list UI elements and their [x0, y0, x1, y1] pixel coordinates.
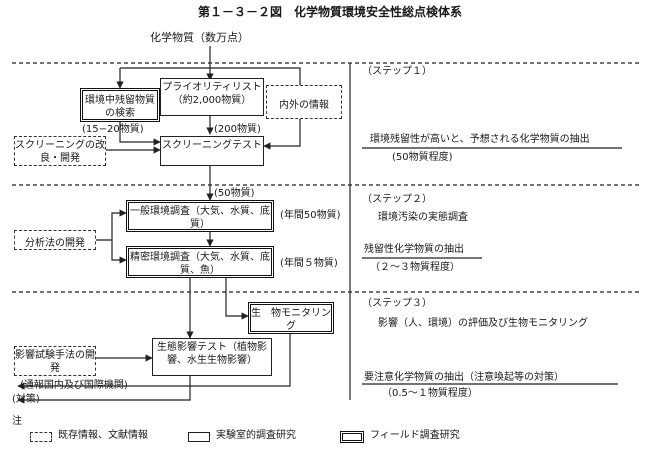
legend-existing: 既存情報、文献情報	[58, 430, 148, 441]
step3-count: （0.5～１物質程度）	[382, 388, 478, 399]
step3-label: （ステップ３）	[362, 298, 432, 309]
domestic-foreign-info-box: 内外の情報	[266, 85, 342, 119]
count-15-20: (15−20物質)	[82, 124, 144, 135]
notify-label: (通報国内及び国際機関)	[20, 380, 128, 391]
legend-lab-swatch	[188, 432, 210, 442]
legend-field-swatch	[340, 431, 364, 443]
legend-existing-swatch	[30, 432, 52, 442]
legend-lab: 実験室的調査研究	[216, 430, 296, 441]
legend-note: 注	[12, 416, 22, 427]
step2-desc: 環境汚染の実態調査	[378, 212, 468, 223]
step2-result: 残留性化学物質の抽出	[364, 244, 464, 255]
step2-count: （２～３物質程度）	[370, 262, 460, 273]
bio-monitoring-box: 生 物モニタリング	[248, 302, 334, 334]
annual-5: (年間５物質)	[280, 258, 338, 269]
screening-test-box: スクリーニングテスト	[160, 136, 264, 166]
step1-label: （ステップ１）	[362, 66, 432, 77]
legend-field: フィールド調査研究	[370, 430, 460, 441]
ecological-test-box: 生態影響テスト（植物影響、水生生物影響）	[152, 338, 272, 376]
step1-count: (50物質程度)	[392, 152, 453, 163]
impact-test-dev-box: 影響試験手法の開発	[14, 346, 96, 376]
step1-desc: 環境残留性が高いと、予想される化学物質の抽出	[370, 134, 590, 145]
detailed-survey-box: 精密環境調査（大気、水質、底質、魚）	[126, 246, 274, 278]
general-survey-box: 一般環境調査（大気、水質、底質）	[126, 200, 274, 232]
count-50: (50物質)	[214, 188, 255, 199]
step2-label: （ステップ２）	[362, 194, 432, 205]
measures-label: (対策)	[12, 394, 40, 405]
analysis-dev-box: 分析法の開発	[14, 230, 96, 250]
count-200: (200物質)	[214, 124, 261, 135]
screening-dev-box: スクリーニングの改良・開発	[14, 136, 106, 166]
figure-title: 第１－３－２図 化学物質環境安全性総点検体系	[198, 5, 463, 19]
annual-50: (年間50物質)	[280, 210, 341, 221]
step3-desc: 影響（人、環境）の評価及び生物モニタリング	[378, 318, 588, 329]
step3-result: 要注意化学物質の抽出（注意喚起等の対策）	[364, 372, 564, 383]
priority-list-box: プライオリティリスト（約2,000物質）	[160, 78, 264, 116]
environmental-search-box: 環境中残留物質の検索	[80, 88, 160, 122]
chemical-substances-label: 化学物質（数万点）	[150, 31, 249, 44]
